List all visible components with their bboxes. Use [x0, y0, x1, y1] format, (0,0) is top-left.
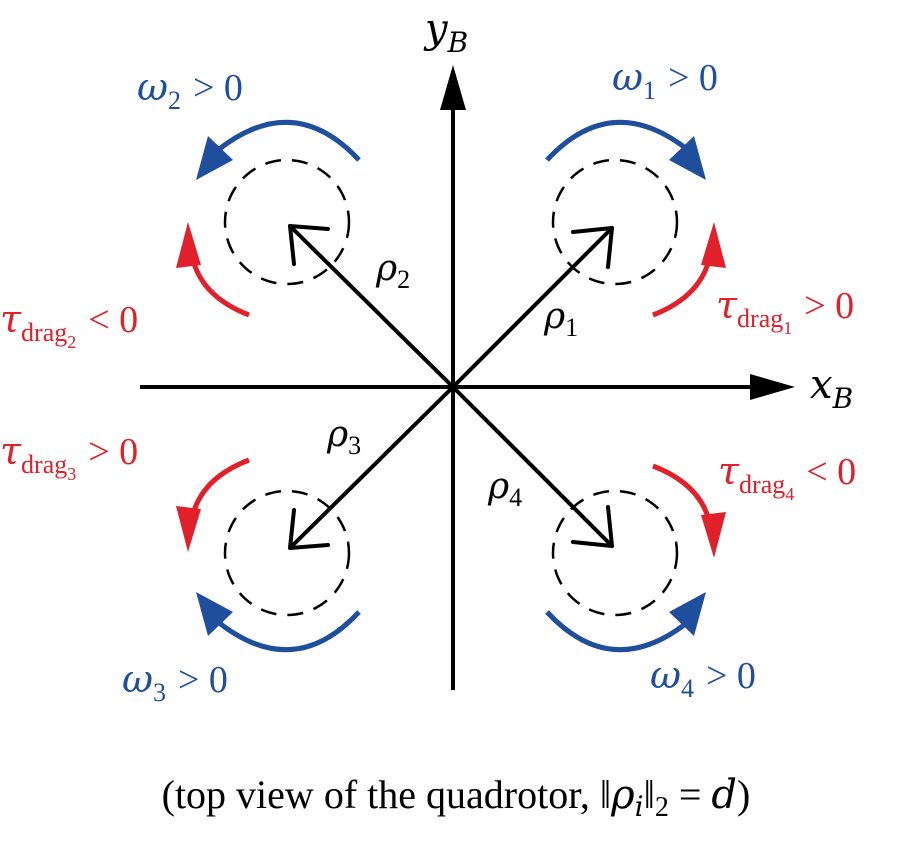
- y-axis-label: yB: [423, 6, 468, 59]
- drag-arc-3: [188, 457, 250, 525]
- rotation-arc-2: [216, 119, 361, 162]
- drag-arc-2: [188, 249, 250, 318]
- rotation-arc-4: [545, 610, 690, 653]
- rotor-rotation-arrows: [196, 119, 706, 653]
- arm-vectors: [288, 224, 614, 550]
- rotor-circle-4: [551, 489, 679, 617]
- tau-drag-label-4: τdrag4< 0: [718, 449, 856, 504]
- drag-arc-4: [652, 463, 714, 531]
- arm-vector-2: [288, 224, 455, 389]
- x-axis-label: xB: [810, 362, 853, 415]
- rotation-arc-1: [545, 119, 690, 162]
- drag-arrowhead-2: [176, 222, 201, 268]
- tau-drag-label-2: τdrag2< 0: [0, 297, 138, 352]
- arm-vector-1: [451, 226, 614, 389]
- x-axis-arrowhead: [750, 374, 795, 400]
- arm-arrowhead-3: [288, 508, 330, 550]
- rotor-circle-3: [223, 489, 351, 617]
- arm-label-3: ρ3: [326, 414, 361, 460]
- rotation-arc-3: [216, 610, 361, 653]
- rotor-circle-2: [223, 158, 351, 286]
- omega-label-4: ω4> 0: [650, 653, 756, 703]
- omega-label-2: ω2> 0: [137, 65, 243, 115]
- omega-label-1: ω1> 0: [612, 55, 718, 105]
- diagram-caption: (top view of the quadrotor, ‖ρi‖2 = d): [162, 772, 751, 823]
- omega-label-3: ω3> 0: [122, 657, 228, 707]
- rotor-circles: [223, 158, 679, 617]
- rotation-arrowhead-2: [196, 136, 233, 180]
- arm-arrowhead-4: [571, 505, 614, 548]
- rotation-arrowhead-3: [196, 592, 233, 636]
- tau-drag-label-3: τdrag3> 0: [0, 429, 138, 484]
- rotation-arrowhead-4: [669, 592, 706, 636]
- arm-arrowhead-2: [288, 224, 330, 266]
- arm-label-4: ρ4: [487, 466, 522, 512]
- arm-arrowhead-1: [571, 226, 614, 269]
- rotation-arrowhead-1: [669, 136, 706, 180]
- drag-arrowhead-1: [701, 222, 726, 268]
- drag-arc-1: [652, 249, 714, 318]
- drag-arrowhead-3: [176, 506, 201, 552]
- drag-arrowhead-4: [701, 512, 726, 558]
- arm-label-2: ρ2: [375, 248, 410, 294]
- tau-drag-label-1: τdrag1> 0: [716, 283, 854, 338]
- body-axes: [140, 65, 795, 690]
- rotor-circle-1: [551, 158, 679, 286]
- arm-vector-3: [288, 385, 455, 550]
- arm-label-1: ρ1: [543, 296, 578, 342]
- arm-vector-4: [451, 385, 614, 548]
- y-axis-arrowhead: [440, 65, 466, 110]
- drag-torque-arrows: [176, 222, 726, 558]
